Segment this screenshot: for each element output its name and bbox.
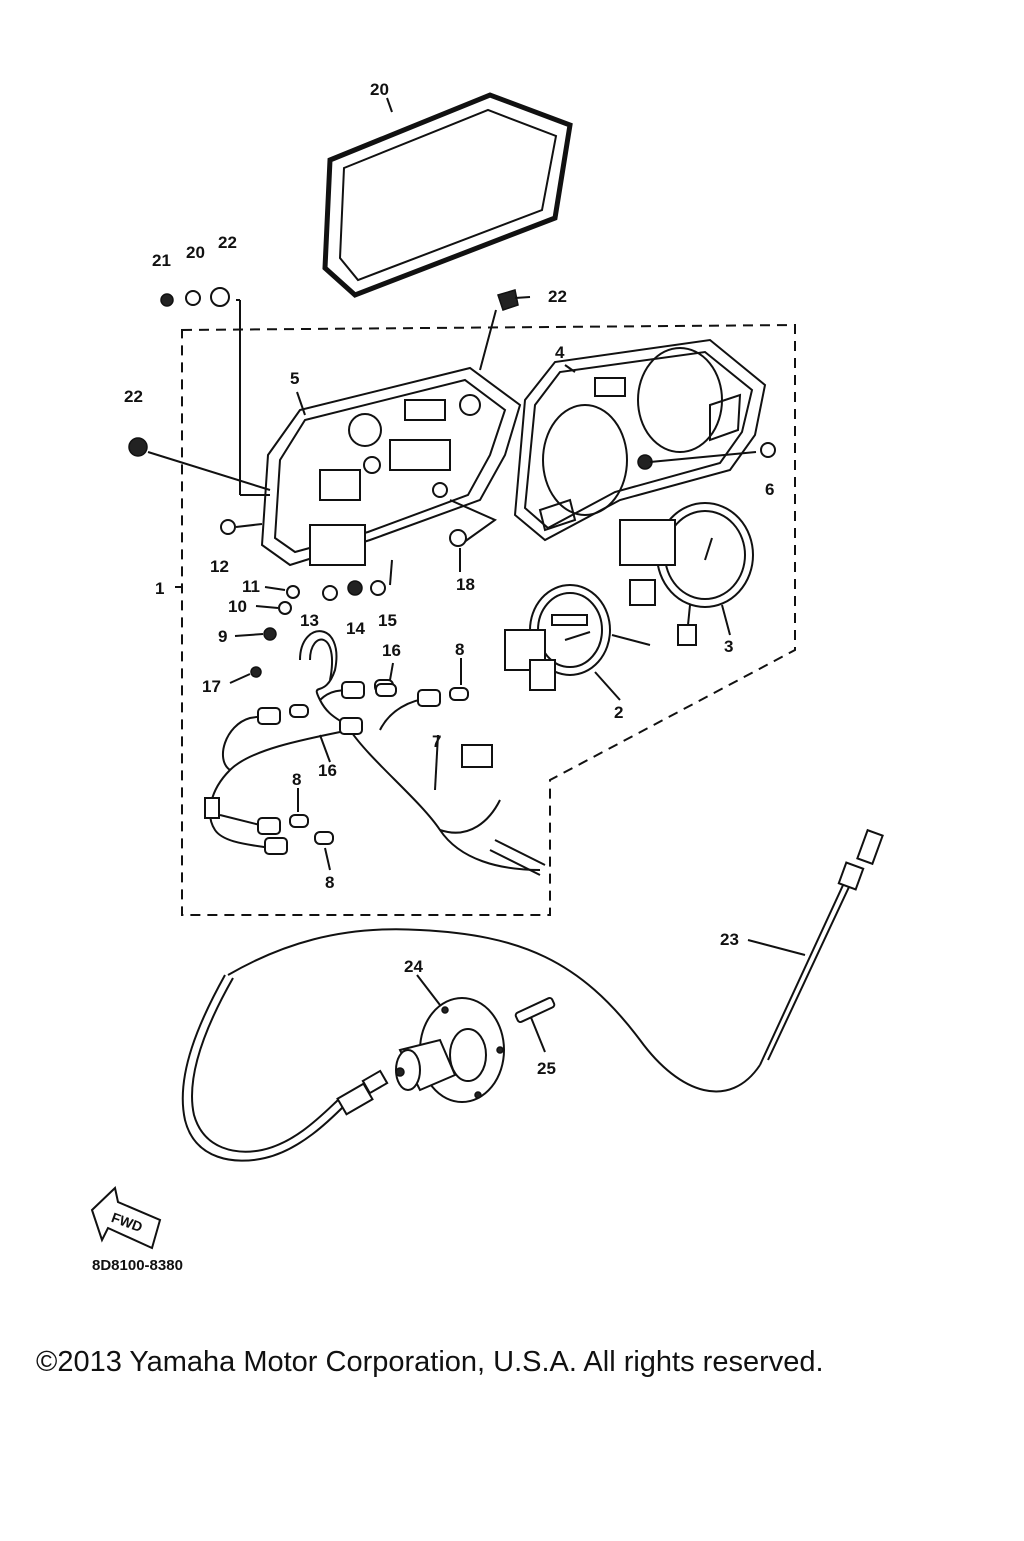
callout-25: 25 [537, 1059, 556, 1078]
callout-23: 23 [720, 930, 739, 949]
callout-4: 4 [555, 343, 565, 362]
leader-lines [147, 97, 806, 1053]
callout-8-c: 8 [325, 873, 334, 892]
callout-12: 12 [210, 557, 229, 576]
callout-1: 1 [155, 579, 164, 598]
assembly-boundary [181, 323, 796, 916]
callout-5: 5 [290, 369, 299, 388]
callout-24: 24 [404, 957, 423, 976]
callout-6: 6 [765, 480, 774, 499]
callout-2: 2 [614, 703, 623, 722]
callout-20: 20 [186, 243, 205, 262]
part-19-gasket [322, 92, 573, 298]
callout-22-c: 22 [124, 387, 143, 406]
callout-9: 9 [218, 627, 227, 646]
catalog-code: 8D8100-8380 [92, 1257, 183, 1274]
fasteners [128, 287, 776, 697]
callout-18: 18 [456, 575, 475, 594]
callout-15: 15 [378, 611, 397, 630]
part-25-pin [514, 997, 556, 1023]
callout-19: 20 [370, 80, 389, 99]
callout-10: 10 [228, 597, 247, 616]
part-7-wire-harness [204, 630, 546, 876]
callout-7: 7 [432, 732, 441, 751]
part-23-speedo-cable [181, 828, 884, 1162]
callout-16-b: 16 [318, 761, 337, 780]
copyright-text: ©2013 Yamaha Motor Corporation, U.S.A. A… [36, 1346, 824, 1378]
callout-16-a: 16 [382, 641, 401, 660]
callout-17: 17 [202, 677, 221, 696]
callout-8-b: 8 [292, 770, 301, 789]
callout-22-a: 22 [218, 233, 237, 252]
callout-22-b: 22 [548, 287, 567, 306]
fwd-arrow: FWD [90, 1186, 162, 1250]
callout-21: 21 [152, 251, 171, 270]
part-3-tachometer [619, 502, 754, 646]
callout-8-a: 8 [455, 640, 464, 659]
part-5-meter-case [260, 366, 522, 567]
part-2-speedometer [504, 584, 651, 691]
callout-11: 11 [242, 577, 260, 596]
callout-13: 13 [300, 611, 319, 630]
callout-14: 14 [346, 619, 365, 638]
callout-3: 3 [724, 637, 733, 656]
part-24-gear-unit [395, 997, 505, 1103]
